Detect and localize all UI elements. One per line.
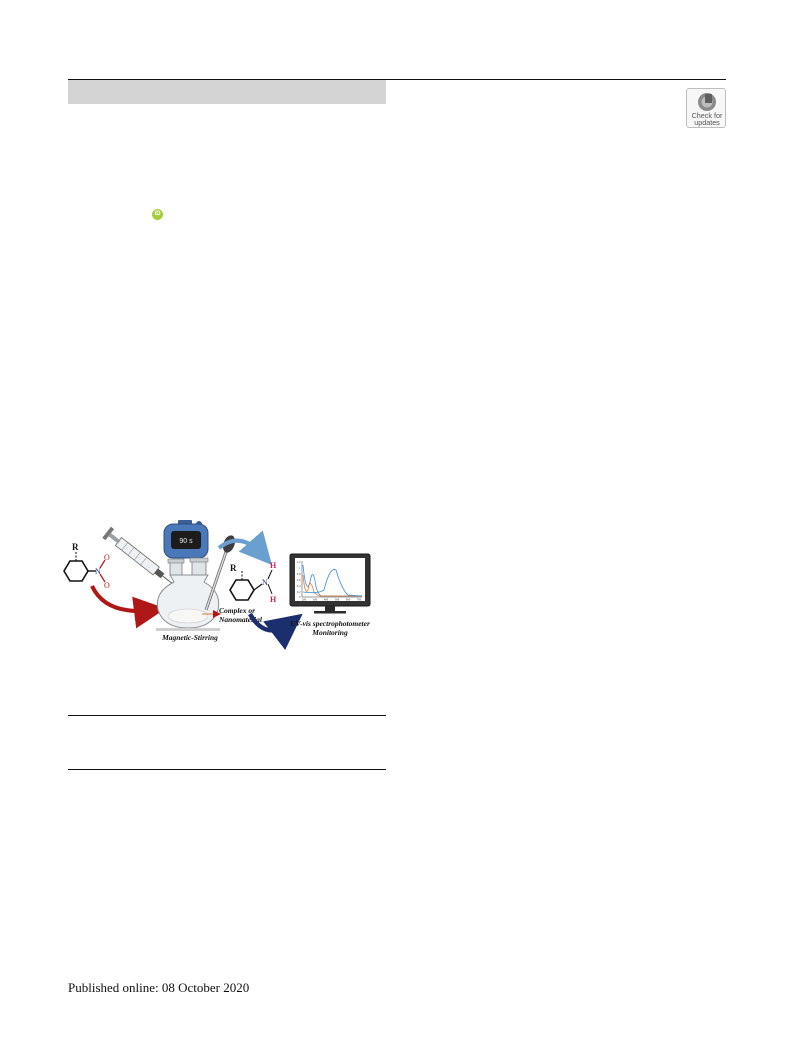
x-tick-label: 600 [346,599,351,602]
footnote-top-rule [68,715,386,716]
check-for-updates-badge[interactable]: Check for updates [686,88,726,128]
x-tick-label: 500 [335,599,340,602]
spectrum-line-blue-2 [302,569,363,597]
check-for-updates-icon: Check for updates [692,93,723,127]
badge-line2: updates [694,118,720,127]
amine-h1-label: H [270,561,277,570]
monitor-caption-line1: UV-vis spectrophotometer [290,619,370,628]
x-tick-label: 400 [324,599,329,602]
top-rule [68,79,726,80]
published-online-date: Published online: 08 October 2020 [68,980,250,995]
round-bottom-flask [156,557,221,631]
nitroarene-structure: R N O O [63,542,110,590]
orcid-icon[interactable]: iD [152,209,163,220]
complex-label-line1: Complex or [219,606,255,615]
x-tick-label: 300 [313,599,318,602]
y-tick-label: 0.2 [297,590,301,594]
substituent-r-right: R [230,563,237,573]
x-tick-label: 700 [357,599,362,602]
orcid-label: iD [154,211,161,217]
nitro-o1-label: O [104,553,110,562]
badge-line1: Check for [692,111,723,120]
timer-icon: 90 s [163,520,209,559]
amine-h2-label: H [270,595,277,604]
navy-curved-arrow [248,612,303,650]
monitor-caption-line2: Monitoring [311,628,348,637]
stirring-label: Magnetic-Stirring [161,633,218,642]
spectrum-line-blue-1 [302,564,362,597]
graphical-abstract-svg: R N O O 90 [63,520,371,650]
x-tick-label: 200 [302,599,307,602]
header-band [68,80,386,104]
timer-display: 90 s [179,538,193,545]
nitro-o2-label: O [104,581,110,590]
aniline-structure: R N H H [229,561,277,604]
light-blue-curved-arrow [217,530,272,565]
y-tick-label: 0 [299,595,301,599]
graphical-abstract: R N O O 90 [56,518,382,658]
y-tick-label: 0.6 [297,578,301,582]
y-tick-label: 0.8 [297,572,301,576]
spectrum-line-orange [302,574,362,597]
uv-vis-monitor: 1.2 1 0.8 0.6 0.4 0.2 0 200 300 400 500 … [289,553,371,614]
footnote-bottom-rule [68,769,386,770]
amine-n-label: N [262,578,268,587]
y-tick-label: 1 [299,566,301,570]
red-curved-arrow [90,585,166,629]
y-tick-label: 1.2 [297,560,301,564]
syringe-icon [102,526,175,586]
substituent-r-left: R [72,542,79,552]
nitro-n-label: N [95,567,101,576]
y-tick-label: 0.4 [297,584,301,588]
complex-label-line2: Nanomaterial [218,615,263,624]
